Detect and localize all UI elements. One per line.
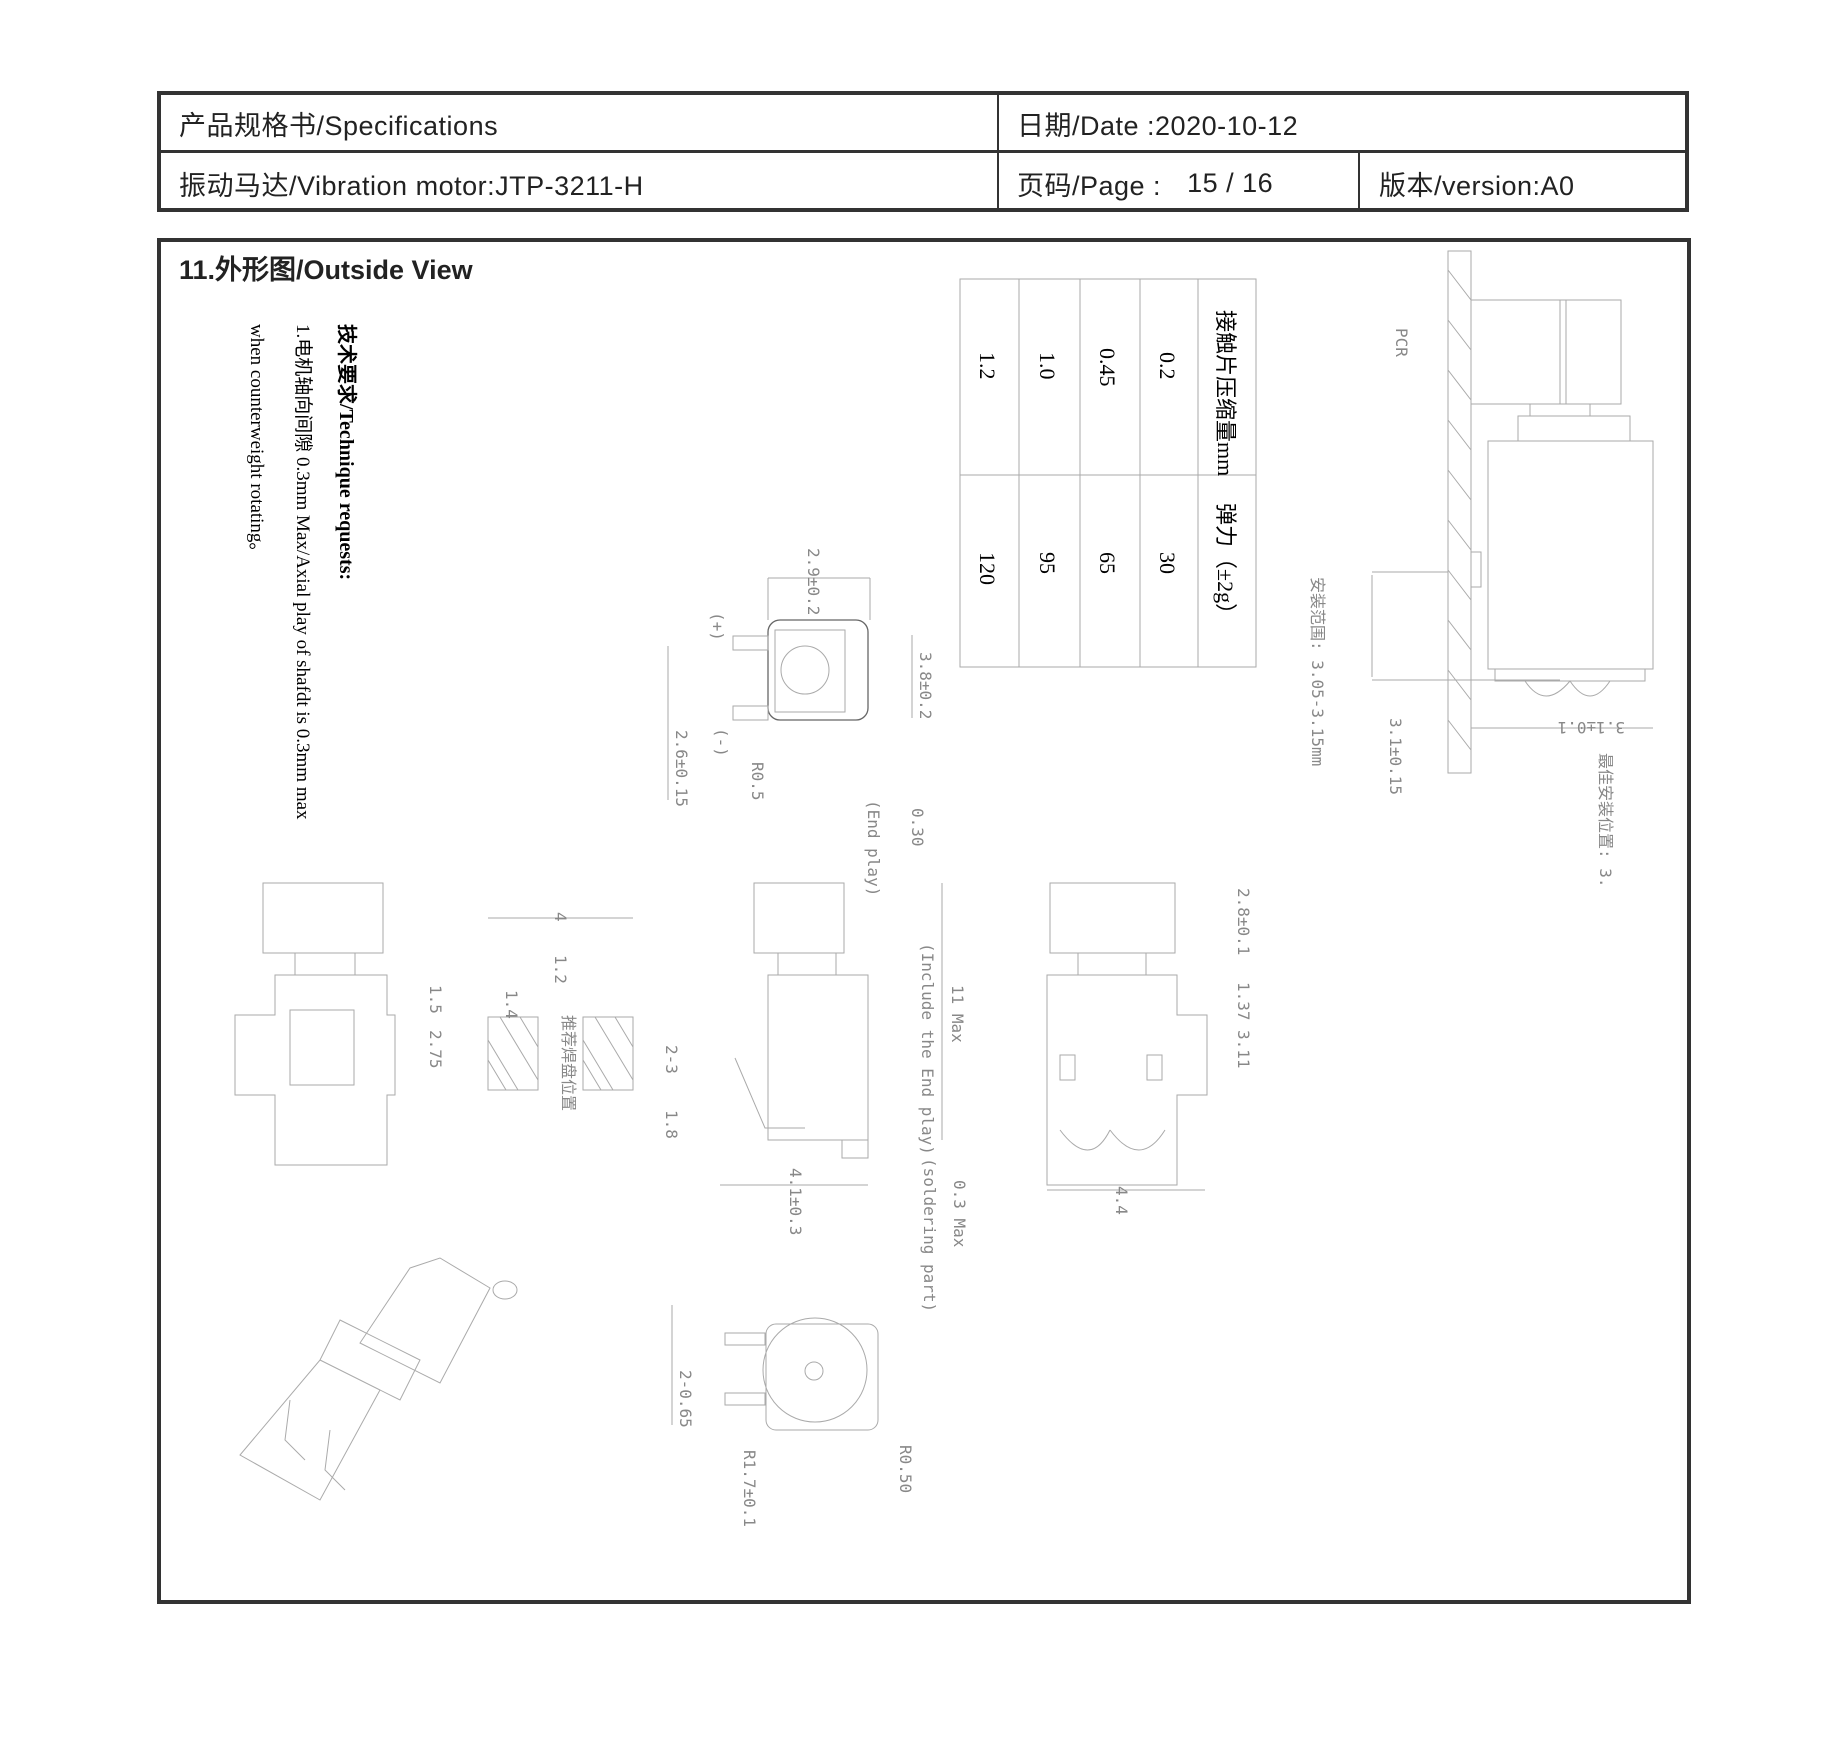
side-depth: 4.1±0.3: [786, 1168, 805, 1235]
right-dim-a: 2.8±0.1: [1234, 888, 1253, 955]
page-value: 15 / 16: [1187, 167, 1274, 198]
end-play-label: (End play): [864, 800, 883, 896]
table-header-force: 弹力（±2g）: [1213, 503, 1238, 625]
pad-width: 4: [551, 912, 570, 922]
table-cell: 65: [1095, 552, 1120, 574]
front-view: 2.9±0.2 3.8±0.2 (+) (-) 2.6±0.15 R0.5: [667, 548, 935, 807]
doc-date: 日期/Date :2020-10-12: [1017, 110, 1299, 141]
left-dim-a: 1.5: [426, 985, 445, 1014]
plus-terminal: (+): [708, 612, 727, 641]
right-dim-b: 1.37: [1234, 982, 1253, 1021]
table-cell: 1.2: [975, 352, 1000, 380]
table-cell: 1.0: [1035, 352, 1060, 380]
outside-view-panel: 11.外形图/Outside View: [157, 238, 1691, 1604]
isometric-view: [239, 1257, 518, 1501]
table-header-compression: 接触片压缩量mm: [1213, 310, 1238, 476]
install-dim-b: 3.1±0.1: [1558, 718, 1625, 737]
end-radius-1: R1.7±0.1: [740, 1450, 759, 1527]
pad-layout: 4 1.2 1.4 2-3 1.8 推荐焊盘位置: [487, 912, 681, 1139]
divider: [161, 150, 1685, 153]
solder-note: (soldering part): [920, 1158, 939, 1312]
install-dim-a: 3.1±0.15: [1386, 718, 1405, 795]
side-length: 11 Max: [948, 985, 967, 1043]
spring-force-table: 接触片压缩量mm 弹力（±2g） 0.2 30 0.45 65 1.0 95 1…: [959, 278, 1257, 668]
end-view: 2-0.65 R1.7±0.1 R0.50: [671, 1305, 915, 1527]
table-cell: 0.45: [1095, 348, 1120, 387]
page-label: 页码/Page :: [1017, 170, 1162, 201]
pad-gap: 1.2: [551, 955, 570, 984]
divider: [997, 95, 999, 208]
doc-version: 版本/version:A0: [1379, 170, 1575, 201]
right-view: 2.8±0.1 1.37 3.11 4.4: [1046, 882, 1253, 1215]
divider: [1358, 151, 1360, 208]
technique-line2: when counterweight rotating。: [246, 324, 267, 561]
side-length-note: (Include the End play): [918, 943, 937, 1155]
minus-terminal: (-): [712, 728, 731, 757]
table-cell: 30: [1155, 552, 1180, 574]
end-play-value: 0.30: [908, 808, 927, 847]
end-radius-2: R0.50: [896, 1445, 915, 1493]
table-cell: 120: [975, 552, 1000, 585]
install-range: 安装范围: 3.05-3.15mm: [1308, 577, 1327, 766]
table-cell: 0.2: [1155, 352, 1180, 380]
front-width: 2.9±0.2: [804, 548, 823, 615]
section-title: 11.外形图/Outside View: [179, 255, 473, 285]
front-height: 3.8±0.2: [916, 652, 935, 719]
install-side-view: PCR 安装范围: 3.05-3.15mm 3.1±0.15 3.1±0.1 最…: [1308, 250, 1654, 888]
page-number: 页码/Page : 15 / 16: [999, 154, 1359, 212]
left-dim-b: 2.75: [426, 1030, 445, 1069]
solder-length: 0.3 Max: [950, 1180, 969, 1248]
pad-label: 推荐焊盘位置: [559, 1015, 578, 1111]
end-pin-size: 2-0.65: [676, 1370, 695, 1428]
technique-title: 技术要求/Technique requests:: [335, 324, 359, 580]
front-radius: R0.5: [748, 762, 767, 801]
pad-offset: 1.8: [662, 1110, 681, 1139]
best-position: 最佳安装位置: 3.: [1596, 753, 1615, 888]
technique-line1: 1.电机轴向间隙 0.3mm Max/Axial play of shafdt …: [292, 324, 314, 820]
pin-pitch: 2.6±0.15: [672, 730, 691, 807]
table-cell: 95: [1035, 552, 1060, 574]
pcr-label: PCR: [1392, 328, 1411, 357]
left-view: 1.5 2.75: [234, 882, 445, 1166]
header-table: 产品规格书/Specifications 日期/Date :2020-10-12…: [157, 91, 1689, 212]
product-name: 振动马达/Vibration motor:JTP-3211-H: [179, 170, 644, 201]
right-width: 4.4: [1112, 1186, 1131, 1215]
right-dim-c: 3.11: [1234, 1030, 1253, 1069]
pad-size: 1.4: [502, 990, 521, 1019]
side-view: 0.30 (End play) 11 Max (Include the End …: [720, 800, 969, 1312]
pad-length: 2-3: [662, 1045, 681, 1074]
doc-type: 产品规格书/Specifications: [179, 110, 499, 141]
